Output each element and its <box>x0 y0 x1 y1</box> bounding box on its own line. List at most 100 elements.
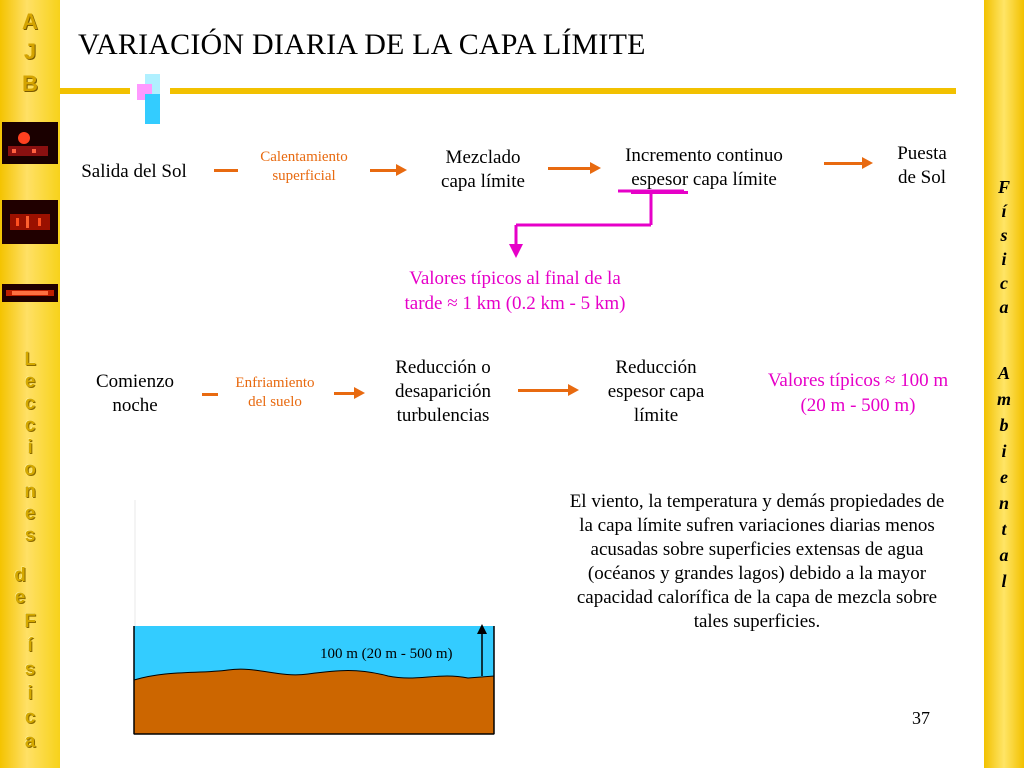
night-process-line: Enfriamiento <box>235 375 315 391</box>
night-process-line: del suelo <box>248 394 302 410</box>
day-end-label: Puesta de Sol <box>872 142 972 190</box>
sidebar-letter: í <box>27 635 33 656</box>
day-step2-rest: capa límite <box>688 169 777 190</box>
day-step1-label: Mezclado capa límite <box>408 146 558 194</box>
thumbnail-image <box>2 122 58 164</box>
magenta-connector <box>509 189 684 258</box>
sidebar-letter: s <box>24 659 36 680</box>
day-typical-values: Valores típicos al final de la tarde ≈ 1… <box>360 266 670 316</box>
arrow <box>824 162 864 165</box>
sidebar-letter: L <box>24 349 36 370</box>
page-title: VARIACIÓN DIARIA DE LA CAPA LÍMITE <box>78 28 646 61</box>
height-label: 100 m (20 m - 500 m) <box>320 646 453 662</box>
arrow <box>518 389 570 392</box>
arrow-head-icon <box>354 387 365 399</box>
thumbnail-image <box>2 200 58 244</box>
sidebar-letter: b <box>999 415 1009 435</box>
dash-marker <box>202 393 218 396</box>
night-typical-line: (20 m - 500 m) <box>800 395 916 416</box>
boundary-layer-diagram <box>133 500 495 735</box>
sidebar-letter: F <box>997 177 1010 197</box>
night-step2-label: Reducción espesor capa límite <box>586 356 726 428</box>
night-step1-line: Reducción o <box>395 357 491 378</box>
logo-letter: B <box>22 71 38 96</box>
strip-icon <box>2 284 58 302</box>
day-end-line: Puesta <box>897 143 947 164</box>
sidebar-letter: c <box>24 415 36 436</box>
day-step2-highlight: espesor <box>631 169 689 194</box>
sidebar-letter: d <box>14 565 26 586</box>
sidebar-letter: o <box>24 459 36 480</box>
sidebar-letter: n <box>998 493 1009 513</box>
day-process-line: Calentamiento <box>260 149 348 165</box>
sidebar-letter: i <box>1001 441 1007 461</box>
day-typical-line: Valores típicos al final de la <box>409 268 621 289</box>
night-step2-line: límite <box>633 405 679 426</box>
sidebar-letter: l <box>1001 571 1007 591</box>
day-step1-line: Mezclado <box>445 147 521 168</box>
day-start-label: Salida del Sol <box>81 161 187 182</box>
sidebar-letter: t <box>1001 519 1007 539</box>
sidebar-letter: n <box>24 481 36 502</box>
arrow-up-icon <box>477 624 487 634</box>
logo-letter: J <box>23 39 37 64</box>
sidebar-letter: a <box>999 545 1009 565</box>
sidebar-letter: e <box>14 587 26 608</box>
glow-icon <box>2 200 58 244</box>
sidebar-letter: s <box>24 525 36 546</box>
day-typical-line: tarde ≈ 1 km (0.2 km - 5 km) <box>404 293 626 314</box>
sidebar-letter: e <box>1000 467 1008 487</box>
sidebar-letter: s <box>1000 225 1008 245</box>
night-step2-line: Reducción <box>615 357 697 378</box>
sidebar-letter: m <box>996 389 1011 409</box>
day-end-line: de Sol <box>897 167 947 188</box>
day-process-label: Calentamiento superficial <box>244 148 364 186</box>
sidebar-letter: A <box>997 363 1010 383</box>
sidebar-letter: i <box>27 683 33 704</box>
day-step2-line: Incremento continuo <box>625 145 783 166</box>
night-typical-values: Valores típicos ≈ 100 m (20 m - 500 m) <box>740 368 976 418</box>
day-step2-label: Incremento continuo espesor capa límite <box>604 144 804 194</box>
dash-marker <box>214 169 238 172</box>
night-typical-line: Valores típicos ≈ 100 m <box>767 370 949 391</box>
night-step2-line: espesor capa <box>607 381 705 402</box>
title-underline <box>170 88 956 94</box>
arrow-head-icon <box>396 164 407 176</box>
left-sidebar: A J B L e c c i o n e s d e F <box>0 0 60 768</box>
sidebar-letter: a <box>999 297 1009 317</box>
red-light-icon <box>2 122 58 164</box>
decorative-squares-icon <box>137 74 160 124</box>
day-step2-line: espesor capa límite <box>604 168 804 194</box>
page-number: 37 <box>912 708 930 728</box>
day-process-line: superficial <box>272 168 336 184</box>
night-start-line: noche <box>112 395 158 416</box>
sidebar-letter: c <box>1000 273 1008 293</box>
night-start-label: Comienzo noche <box>70 370 200 418</box>
day-step1-line: capa límite <box>441 171 525 192</box>
thumbnail-image <box>2 284 58 302</box>
arrow <box>370 169 396 172</box>
arrow <box>548 167 592 170</box>
sidebar-letter: e <box>24 503 36 524</box>
logo-letter: A <box>22 9 38 34</box>
explanation-paragraph: El viento, la temperatura y demás propie… <box>569 491 945 632</box>
night-process-label: Enfriamiento del suelo <box>222 374 328 412</box>
arrow <box>334 392 356 395</box>
ground-terrain <box>133 668 495 735</box>
sidebar-letter: c <box>24 707 36 728</box>
sidebar-letter: a <box>24 731 36 752</box>
sidebar-letter: í <box>1001 201 1007 221</box>
night-start-line: Comienzo <box>95 371 175 392</box>
sidebar-letter: i <box>27 437 33 458</box>
night-step1-label: Reducción o desaparición turbulencias <box>368 356 518 428</box>
sidebar-letter: e <box>24 371 36 392</box>
sidebar-letter: c <box>24 393 36 414</box>
arrow-head-icon <box>568 384 579 396</box>
arrow-head-icon <box>590 162 601 174</box>
sidebar-letter: i <box>1001 249 1007 269</box>
title-underline <box>60 88 130 94</box>
arrow-head-icon <box>862 157 873 169</box>
right-sidebar: F í s i c a A m b i e n t a l <box>984 0 1024 768</box>
sidebar-letter: F <box>24 611 36 632</box>
night-step1-line: desaparición <box>394 381 491 402</box>
